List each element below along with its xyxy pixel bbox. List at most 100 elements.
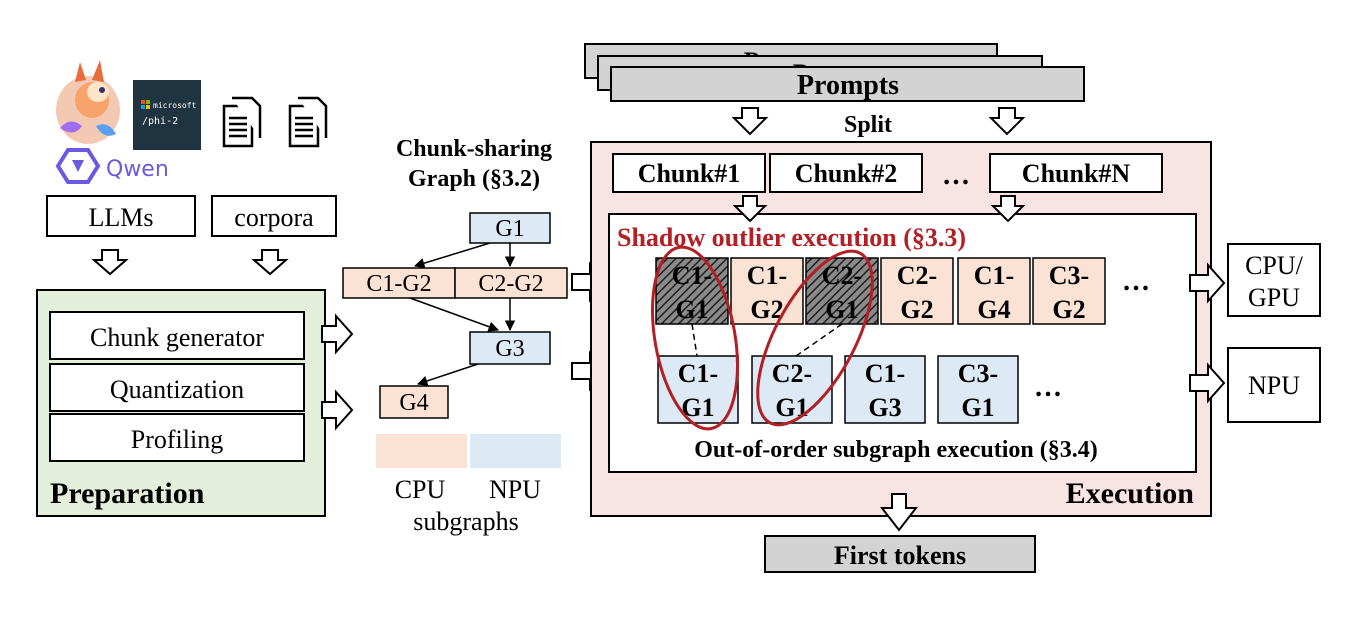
- npu-subgraph-box: [657, 355, 739, 424]
- down-arrow-icon: [732, 195, 768, 223]
- qwen-label: Qwen: [106, 157, 169, 182]
- phi-logo: microsoft /phi-2: [133, 80, 201, 150]
- cpu-subgraph-label-top: C3-: [1049, 261, 1089, 290]
- npu-subgraph-label-bottom: G1: [775, 393, 808, 422]
- svg-text:G4: G4: [399, 390, 428, 416]
- prompts-stack: Prompts Prompts Prompts: [584, 43, 1085, 102]
- first-tokens-box: First tokens: [764, 535, 1036, 573]
- cpu-subgraph-label-top: C1-: [672, 261, 712, 290]
- legend-cpu-swatch: [376, 434, 467, 468]
- phi-text-top: microsoft: [153, 101, 197, 110]
- down-arrow-icon: [731, 107, 769, 136]
- prompts-label: Prompts: [797, 70, 899, 101]
- svg-text:G3: G3: [495, 336, 524, 362]
- ooo-execution-title: Out-of-order subgraph execution (§3.4): [694, 437, 1098, 463]
- graph-edges: [409, 242, 516, 386]
- cpu-gpu-device-box: CPU/ GPU: [1227, 243, 1321, 317]
- svg-text:NPU: NPU: [1248, 371, 1300, 400]
- llama-logo: [56, 60, 120, 144]
- cpu-subgraph-label-bottom: G1: [825, 295, 858, 324]
- cpu-subgraph-label-top: C2-: [822, 261, 862, 290]
- down-arrow-icon: [251, 249, 289, 276]
- legend: CPU NPU subgraphs: [376, 434, 561, 536]
- corpora-box: corpora: [211, 195, 337, 237]
- svg-text:C2-G2: C2-G2: [478, 271, 543, 297]
- cpu-subgraph-row: C1- G1 C1- G2 C2- G1 C2- G2 C1- G4 C3- G…: [655, 257, 1106, 325]
- graph-node-c2g2: C2-G2: [454, 267, 568, 299]
- down-arrow-icon: [988, 107, 1026, 136]
- npu-subgraph-label-top: C1-: [865, 359, 905, 388]
- cpu-row-ellipsis: …: [1122, 266, 1150, 297]
- graph-node-g3: G3: [469, 331, 551, 365]
- npu-subgraph-box: [751, 355, 833, 424]
- chunk-box: Chunk#N: [989, 153, 1163, 193]
- quantization-box: [49, 363, 305, 412]
- npu-subgraph-box: [937, 355, 1019, 424]
- right-arrow-icon: [1189, 262, 1226, 304]
- cpu-subgraph-label-bottom: G1: [675, 295, 708, 324]
- graph-node-g4: G4: [379, 385, 449, 419]
- npu-subgraph-label-top: C3-: [958, 359, 998, 388]
- chunk-generator-label: Chunk generator: [90, 323, 264, 352]
- npu-subgraph-label-bottom: G3: [868, 393, 901, 422]
- right-arrow-icon: [321, 313, 354, 355]
- profiling-label: Profiling: [131, 425, 223, 454]
- cpu-subgraph-label-top: C1-: [974, 261, 1014, 290]
- npu-subgraph-label-top: C1-: [678, 359, 718, 388]
- chunk-box: Chunk#2: [769, 153, 923, 193]
- graph-title-line2: Graph (§3.2): [408, 166, 540, 192]
- cpu-subgraph-box: [880, 257, 954, 325]
- document-icon: [288, 96, 328, 148]
- svg-text:G1: G1: [495, 216, 524, 242]
- profiling-box: [49, 413, 305, 462]
- graph-node-c1g2: C1-G2: [342, 267, 456, 299]
- npu-subgraph-label-top: C2-: [772, 359, 812, 388]
- legend-caption: subgraphs: [413, 507, 518, 536]
- graph-node-g1: G1: [469, 212, 551, 244]
- svg-text:C1-G2: C1-G2: [366, 271, 431, 297]
- execution-title: Execution: [1066, 477, 1195, 510]
- svg-text:Chunk#N: Chunk#N: [1022, 159, 1131, 188]
- svg-text:LLMs: LLMs: [89, 203, 154, 232]
- split-label: Split: [844, 112, 892, 138]
- chunk-box: Chunk#1: [612, 153, 766, 193]
- shadow-outlier-ellipse: [650, 245, 740, 431]
- right-arrow-icon: [321, 389, 354, 431]
- down-arrow-icon: [91, 249, 129, 276]
- cpu-subgraph-label-top: C1-: [747, 261, 787, 290]
- cpu-subgraph-box: [730, 257, 804, 325]
- svg-text:CPU/: CPU/: [1245, 251, 1304, 280]
- svg-text:Chunk#1: Chunk#1: [638, 159, 741, 188]
- npu-row-ellipsis: …: [1034, 372, 1062, 403]
- preparation-title: Preparation: [50, 477, 205, 510]
- svg-text:First tokens: First tokens: [834, 541, 966, 570]
- npu-subgraph-label-bottom: G1: [961, 393, 994, 422]
- preparation-panel: Chunk generator Quantization Profiling P…: [36, 289, 326, 517]
- npu-device-box: NPU: [1227, 347, 1321, 423]
- cpu-subgraph-label-bottom: G2: [1052, 295, 1085, 324]
- document-icon: [222, 96, 262, 148]
- prompts-box: [610, 66, 1085, 102]
- llms-box: LLMs: [46, 195, 196, 237]
- npu-subgraph-row: C1- G1 C2- G1 C1- G3 C3- G1: [657, 355, 1019, 424]
- svg-text:Chunk#2: Chunk#2: [795, 159, 898, 188]
- graph-title-line1: Chunk-sharing: [396, 136, 552, 162]
- chunk-generator-box: [49, 311, 305, 360]
- legend-cpu-label: CPU: [395, 475, 446, 504]
- shadow-outlier-title: Shadow outlier execution (§3.3): [617, 223, 966, 252]
- down-arrow-icon: [990, 195, 1026, 223]
- legend-npu-label: NPU: [489, 475, 541, 504]
- phi-text-bottom: /phi-2: [142, 116, 178, 127]
- cpu-subgraph-label-bottom: G4: [977, 295, 1010, 324]
- cpu-subgraph-box: [1032, 257, 1106, 325]
- svg-text:corpora: corpora: [234, 203, 314, 232]
- cpu-subgraph-label-bottom: G2: [900, 295, 933, 324]
- quantization-label: Quantization: [110, 375, 244, 404]
- svg-text:GPU: GPU: [1248, 283, 1300, 312]
- cpu-subgraph-label-top: C2-: [897, 261, 937, 290]
- down-arrow-icon: [879, 493, 919, 532]
- cpu-subgraph-box: [957, 257, 1031, 325]
- npu-subgraph-box: [844, 355, 926, 424]
- cpu-subgraph-box: [655, 257, 729, 325]
